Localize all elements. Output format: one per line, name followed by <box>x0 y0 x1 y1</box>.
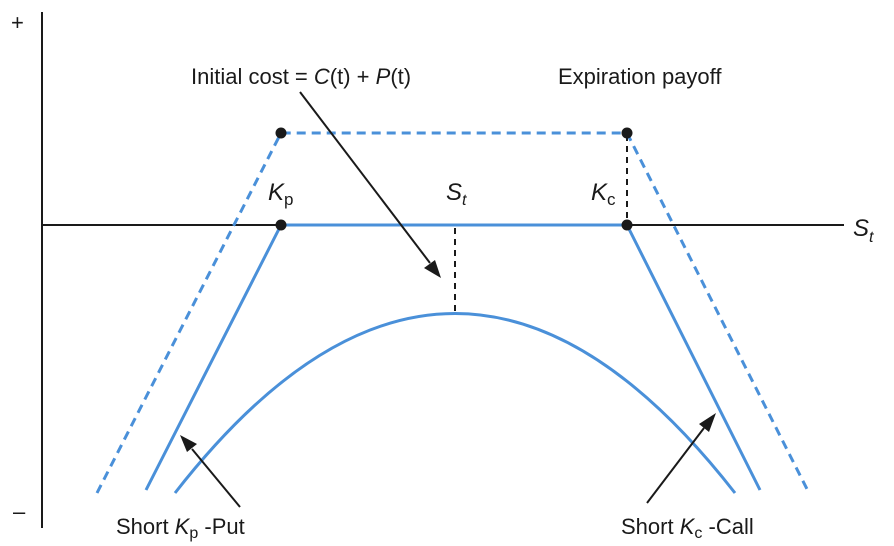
current-value-curve <box>173 312 737 494</box>
kp-label: Kp <box>268 179 293 209</box>
st-label: St <box>446 179 467 209</box>
initial-cost-arrow <box>299 91 441 278</box>
kc-label: Kc <box>591 179 616 209</box>
y-axis-plus-label: + <box>11 10 24 35</box>
kc-point <box>621 219 633 231</box>
kp-upper-point <box>275 127 287 139</box>
short-call-arrow <box>646 413 716 504</box>
kc-upper-point <box>621 127 633 139</box>
expiration-payoff-label: Expiration payoff <box>558 64 722 89</box>
kp-point <box>275 219 287 231</box>
short-put-arrow <box>180 435 241 508</box>
expiration-payoff-line <box>95 131 811 494</box>
y-axis-minus-label: – <box>13 499 26 524</box>
x-axis-label: St <box>853 215 874 246</box>
short-call-label: Short Kc -Call <box>621 514 754 542</box>
short-put-call-payoff-line <box>144 223 762 491</box>
short-put-label: Short Kp -Put <box>116 514 245 542</box>
initial-cost-label: Initial cost = C(t) + P(t) <box>191 64 411 89</box>
